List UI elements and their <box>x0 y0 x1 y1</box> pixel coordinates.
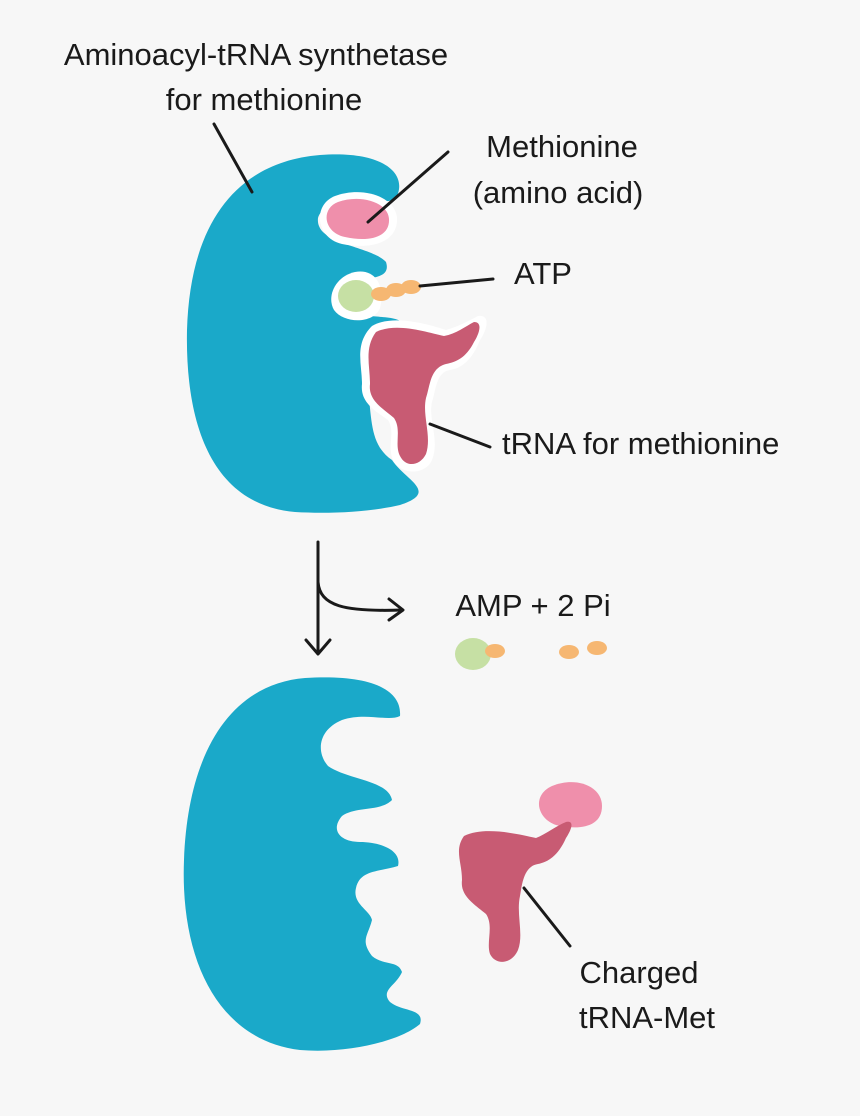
enzyme-label: Aminoacyl-tRNA synthetase for methionine <box>64 37 448 117</box>
charged-trna <box>458 821 572 962</box>
methionine-leader-line <box>366 150 450 224</box>
atp-phosphate-2 <box>386 283 406 297</box>
amp-adenosine <box>455 638 491 670</box>
charged-trna-label: Charged tRNA-Met <box>579 955 715 1035</box>
atp-phosphate-1 <box>371 287 391 301</box>
free-phosphates <box>559 641 607 659</box>
attached-methionine <box>538 782 602 828</box>
enzyme-label-line1: Aminoacyl-tRNA synthetase <box>64 37 448 72</box>
enzyme-leader-line <box>212 122 254 194</box>
downward-arrow-head <box>304 638 332 656</box>
methionine-label: Methionine (amino acid) <box>473 129 644 210</box>
atp-adenosine <box>338 280 374 312</box>
byproduct-arrow-head <box>387 597 405 622</box>
amp-molecule <box>455 638 505 670</box>
amp-phosphate <box>485 644 505 658</box>
enzyme-with-substrates <box>186 154 487 513</box>
charged-trna-leader-line <box>522 886 572 948</box>
atp-phosphate-3 <box>401 280 421 294</box>
methionine-label-line1: Methionine <box>486 129 638 164</box>
byproducts-label: AMP + 2 Pi <box>455 588 610 623</box>
reaction-arrows <box>304 540 405 656</box>
free-phosphate-1 <box>559 645 579 659</box>
free-phosphate-2 <box>587 641 607 655</box>
atp-leader-line <box>418 277 495 288</box>
byproduct-release-arrow <box>316 580 404 612</box>
trna-for-methionine <box>368 322 480 465</box>
charged-label-line2: tRNA-Met <box>579 1000 715 1035</box>
charged-label-line1: Charged <box>580 955 699 990</box>
synthetase-enzyme-bottom <box>183 677 421 1051</box>
charged-trna-met <box>458 782 602 962</box>
methionine-label-line2: (amino acid) <box>473 175 644 210</box>
enzyme-label-line2: for methionine <box>166 82 362 117</box>
trna-label: tRNA for methionine <box>502 426 779 461</box>
trna-leader-line <box>428 422 492 449</box>
atp-label: ATP <box>514 256 572 291</box>
methionine-amino-acid <box>326 198 390 239</box>
synthetase-enzyme-top <box>186 154 419 513</box>
